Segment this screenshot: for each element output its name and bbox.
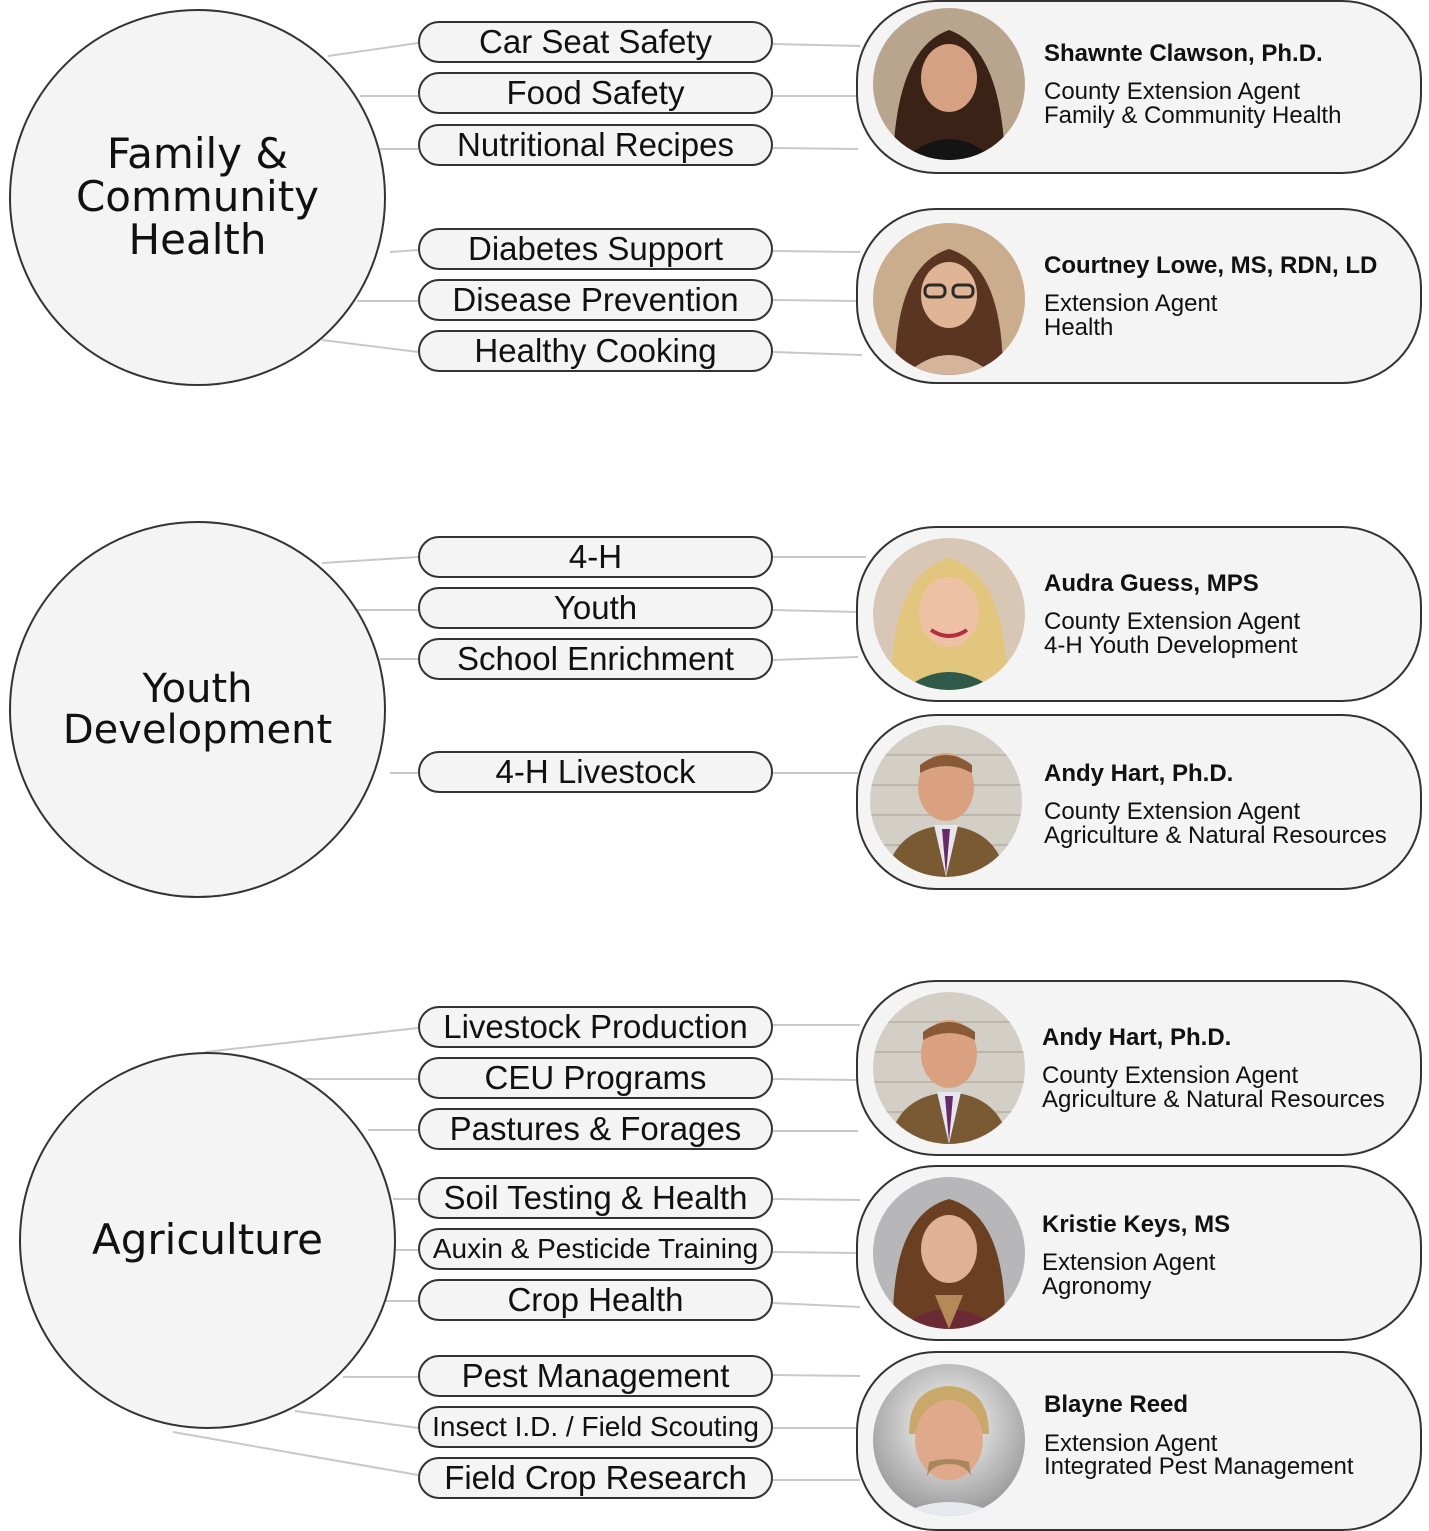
agent-photo xyxy=(873,223,1025,375)
connector-line xyxy=(772,250,861,253)
topic-4-h[interactable]: 4-H xyxy=(418,536,773,578)
connector-line xyxy=(327,42,419,57)
agent-title-line1: County Extension Agent xyxy=(1044,78,1301,105)
connector-line xyxy=(772,609,859,613)
agent-card-blayne-reed[interactable]: Blayne Reed Extension Agent Integrated P… xyxy=(856,1351,1422,1531)
area-family-community-health: Family & Community Health xyxy=(9,9,386,386)
topic-4-h-livestock[interactable]: 4-H Livestock xyxy=(418,751,773,793)
topic-healthy-cooking[interactable]: Healthy Cooking xyxy=(418,330,773,372)
topic-field-crop-research[interactable]: Field Crop Research xyxy=(418,1457,773,1499)
connector-line xyxy=(772,351,863,356)
agent-photo xyxy=(873,992,1025,1144)
topic-disease-prevention[interactable]: Disease Prevention xyxy=(418,279,773,321)
agent-photo xyxy=(873,1177,1025,1329)
area-label: Family & Community Health xyxy=(75,129,320,264)
agent-card-andy-hart[interactable]: Andy Hart, Ph.D. County Extension Agent … xyxy=(856,714,1422,890)
agent-name: Andy Hart, Ph.D. xyxy=(1042,1024,1232,1051)
topic-school-enrichment[interactable]: School Enrichment xyxy=(418,638,773,680)
topic-ceu-programs[interactable]: CEU Programs xyxy=(418,1057,773,1099)
connector-line xyxy=(321,556,419,564)
agent-name: Kristie Keys, MS xyxy=(1042,1211,1231,1238)
agent-title-line1: Extension Agent xyxy=(1044,290,1218,317)
connector-line xyxy=(772,147,859,150)
connector-line xyxy=(772,43,861,47)
topic-auxin-pesticide-training[interactable]: Auxin & Pesticide Training xyxy=(418,1228,773,1270)
connector-line xyxy=(389,249,419,253)
connector-line xyxy=(772,1198,861,1201)
agent-name: Andy Hart, Ph.D. xyxy=(1044,760,1234,787)
topic-crop-health[interactable]: Crop Health xyxy=(418,1279,773,1321)
agent-title-line1: County Extension Agent xyxy=(1044,608,1301,635)
connector-line xyxy=(172,1431,419,1476)
agent-title-line1: County Extension Agent xyxy=(1044,798,1301,825)
agent-title-line2: 4-H Youth Development xyxy=(1044,632,1298,659)
agent-name: Shawnte Clawson, Ph.D. xyxy=(1044,40,1323,67)
agent-card-audra-guess[interactable]: Audra Guess, MPS County Extension Agent … xyxy=(856,526,1422,702)
agent-photo xyxy=(873,1364,1025,1516)
agent-title-line2: Health xyxy=(1044,314,1114,341)
topic-pest-management[interactable]: Pest Management xyxy=(418,1355,773,1397)
agent-name: Blayne Reed xyxy=(1044,1391,1189,1418)
connector-line xyxy=(321,339,419,353)
connector-line xyxy=(772,1078,858,1081)
topic-soil-testing-health[interactable]: Soil Testing & Health xyxy=(418,1177,773,1219)
agent-title-line1: County Extension Agent xyxy=(1042,1062,1299,1089)
connector-line xyxy=(204,1027,419,1053)
agent-title-line1: Extension Agent xyxy=(1042,1249,1216,1276)
agent-name: Courtney Lowe, MS, RDN, LD xyxy=(1044,252,1378,279)
agent-photo xyxy=(873,8,1025,160)
area-agriculture: Agriculture xyxy=(19,1052,396,1429)
area-label: Agriculture xyxy=(92,1215,323,1265)
connector-line xyxy=(772,1251,858,1254)
agent-card-kristie-keys[interactable]: Kristie Keys, MS Extension Agent Agronom… xyxy=(856,1165,1422,1341)
connector-line xyxy=(772,656,859,661)
agent-card-andy-hart[interactable]: Andy Hart, Ph.D. County Extension Agent … xyxy=(856,980,1422,1156)
connector-line xyxy=(772,1302,861,1308)
agent-title-line2: Agriculture & Natural Resources xyxy=(1044,822,1387,849)
area-label: Youth Development xyxy=(62,665,333,753)
topic-youth[interactable]: Youth xyxy=(418,587,773,629)
connector-line xyxy=(294,1410,419,1429)
agent-title-line2: Agronomy xyxy=(1042,1273,1152,1300)
agent-photo xyxy=(873,538,1025,690)
topic-pastures-forages[interactable]: Pastures & Forages xyxy=(418,1108,773,1150)
agent-name: Audra Guess, MPS xyxy=(1044,570,1259,597)
agent-title-line2: Integrated Pest Management xyxy=(1044,1453,1354,1480)
agent-title-line1: Extension Agent xyxy=(1044,1430,1218,1457)
topic-food-safety[interactable]: Food Safety xyxy=(418,72,773,114)
agent-title-line2: Agriculture & Natural Resources xyxy=(1042,1086,1385,1113)
agent-photo xyxy=(870,725,1022,877)
agent-card-courtney-lowe[interactable]: Courtney Lowe, MS, RDN, LD Extension Age… xyxy=(856,208,1422,384)
topic-nutritional-recipes[interactable]: Nutritional Recipes xyxy=(418,124,773,166)
agent-card-shawnte-clawson[interactable]: Shawnte Clawson, Ph.D. County Extension … xyxy=(856,0,1422,174)
topic-livestock-production[interactable]: Livestock Production xyxy=(418,1006,773,1048)
topic-insect-id-field-scouting[interactable]: Insect I.D. / Field Scouting xyxy=(418,1406,773,1448)
area-youth-development: Youth Development xyxy=(9,521,386,898)
topic-car-seat-safety[interactable]: Car Seat Safety xyxy=(418,21,773,63)
connector-line xyxy=(772,1374,861,1377)
connector-line xyxy=(772,299,859,302)
topic-diabetes-support[interactable]: Diabetes Support xyxy=(418,228,773,270)
agent-title-line2: Family & Community Health xyxy=(1044,102,1342,129)
